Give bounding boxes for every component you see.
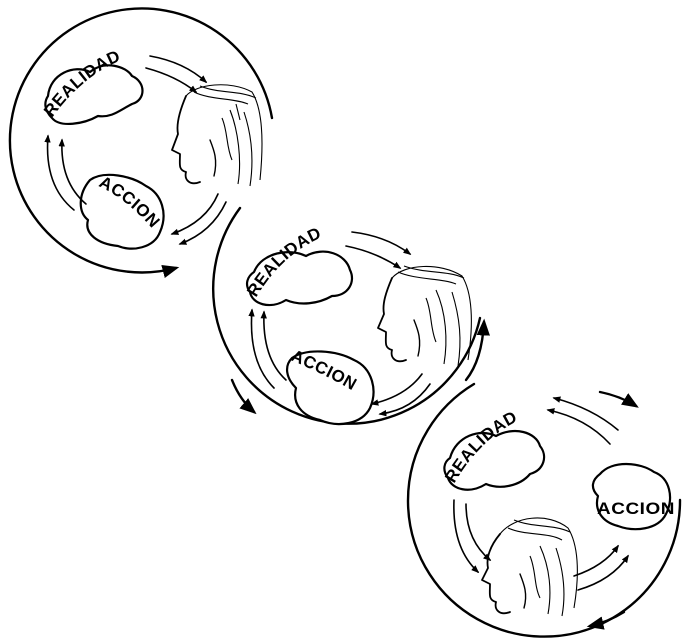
cycle-3-outer-arrow-bottom xyxy=(590,612,624,626)
cycle-3-arrow-reality-to-head-a xyxy=(466,504,490,560)
cycle-1-arrow-action-to-reality-b xyxy=(48,136,74,210)
cycle-2-arrow-action-to-reality-b xyxy=(251,310,274,388)
cycle-2-arrow-reality-to-head-b xyxy=(346,246,400,268)
cycle-3-arrow-action-to-reality-a xyxy=(548,410,610,444)
cycle-3-action-label: ACCION xyxy=(597,499,675,518)
cycle-1-head-icon xyxy=(172,85,262,186)
cycle-1-arrow-reality-to-head-a xyxy=(150,56,206,82)
cycle-3-outer-arrow-top xyxy=(600,392,636,406)
cycle-2-arrow-action-to-reality-a xyxy=(264,312,286,380)
cycle-1-arrow-head-to-action-a xyxy=(172,194,218,234)
cycle-1-arrow-head-to-action-b xyxy=(180,202,226,244)
cycle-1-arrow-reality-to-head-b xyxy=(146,68,196,92)
cycle-3-head-icon xyxy=(482,518,577,616)
cycle-3-arrow-head-to-action-a xyxy=(574,546,618,576)
cycle-2-arrow-reality-to-head-a xyxy=(352,232,410,254)
cycle-2: REALIDAD ACCION xyxy=(213,208,484,424)
cycle-1: REALIDAD ACCION xyxy=(10,8,272,272)
cycle-3-action-blob xyxy=(593,464,670,529)
cycle-2-outer-arrow-bottom xyxy=(232,380,254,412)
cycle-3: REALIDAD ACCION xyxy=(408,384,680,637)
cycle-2-head-icon xyxy=(378,266,471,366)
